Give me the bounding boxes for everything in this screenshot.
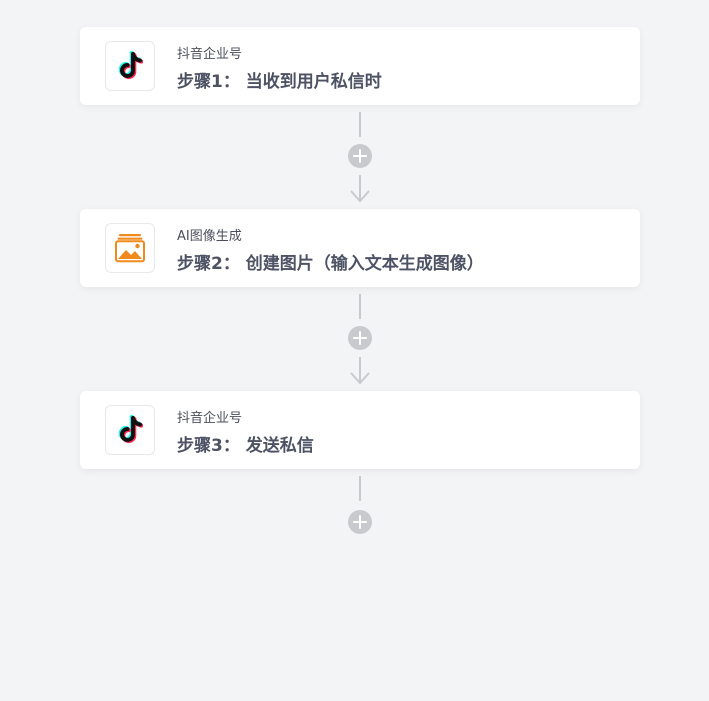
step-app-name: AI图像生成: [177, 229, 242, 244]
step-card-1[interactable]: 抖音企业号 步骤1： 当收到用户私信时: [80, 27, 640, 105]
add-step-button[interactable]: [348, 144, 372, 168]
connector-3: [340, 474, 380, 539]
tiktok-logo-icon: [105, 405, 155, 455]
add-step-button[interactable]: [348, 510, 372, 534]
step-app-name: 抖音企业号: [177, 411, 243, 426]
connector-line: [359, 112, 361, 137]
step-title: 步骤1： 当收到用户私信时: [177, 72, 382, 92]
step-title: 步骤2： 创建图片（输入文本生成图像）: [177, 254, 484, 274]
add-step-button[interactable]: [348, 326, 372, 350]
connector-line: [359, 476, 361, 501]
step-title: 步骤3： 发送私信: [177, 436, 314, 456]
arrow-down-icon: [350, 357, 370, 385]
step-card-2[interactable]: AI图像生成 步骤2： 创建图片（输入文本生成图像）: [80, 209, 640, 287]
connector-2: [340, 292, 380, 387]
image-gallery-icon: [105, 223, 155, 273]
connector-line: [359, 294, 361, 319]
connector-1: [340, 110, 380, 205]
step-app-name: 抖音企业号: [177, 47, 243, 62]
tiktok-logo-icon: [105, 41, 155, 91]
arrow-down-icon: [350, 175, 370, 203]
step-card-3[interactable]: 抖音企业号 步骤3： 发送私信: [80, 391, 640, 469]
